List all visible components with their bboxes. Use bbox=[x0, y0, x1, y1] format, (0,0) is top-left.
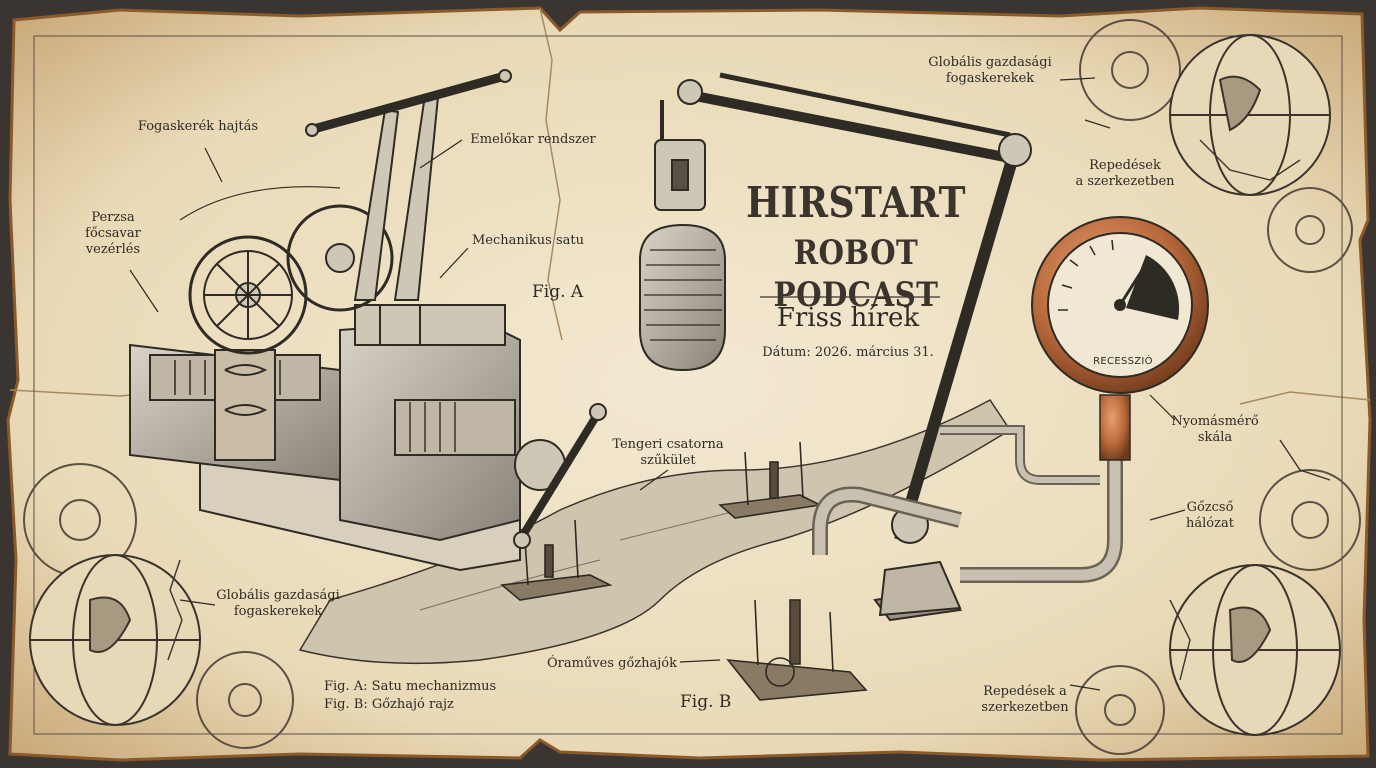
legend-fig-b: Fig. B: Gőzhajó rajz bbox=[324, 697, 454, 712]
podcast-title-line1: HIRSTART bbox=[746, 178, 966, 227]
legend-fig-a: Fig. A: Satu mechanizmus bbox=[324, 679, 497, 694]
label-pressure-scale: Nyomásmérő skála bbox=[1171, 414, 1259, 445]
podcast-date: Dátum: 2026. március 31. bbox=[762, 345, 934, 360]
label-gear-drive: Fogaskerék hajtás bbox=[137, 119, 259, 134]
gauge-needle bbox=[1118, 260, 1150, 306]
steamship-illustration bbox=[500, 441, 868, 701]
figure-legend: Fig. A: Satu mechanizmus Fig. B: Gőzhajó… bbox=[324, 678, 496, 714]
pressure-gauge-icon bbox=[1031, 216, 1209, 461]
microphone-illustration bbox=[639, 72, 1032, 622]
vise-illustration bbox=[129, 69, 607, 572]
label-cracks-bottom: Repedések a szerkezetben bbox=[981, 684, 1069, 715]
label-global-gears-top: Globális gazdasági fogaskerekek bbox=[928, 55, 1052, 86]
label-persian-screw: Perzsa főcsavar vezérlés bbox=[85, 210, 141, 257]
label-cracks-top: Repedések a szerkezetben bbox=[1075, 158, 1175, 189]
globe-icon bbox=[29, 34, 1341, 736]
fig-a-caption: Fig. A bbox=[532, 282, 584, 302]
label-steam-pipe: Gőzcső hálózat bbox=[1186, 500, 1234, 531]
label-lever-system: Emelőkar rendszer bbox=[470, 132, 596, 147]
gauge-label: RECESSZIÓ bbox=[1093, 356, 1153, 367]
label-clockwork-ships: Óraműves gőzhajók bbox=[546, 656, 678, 671]
label-global-gears-bottom: Globális gazdasági fogaskerekek bbox=[216, 588, 340, 619]
fig-b-caption: Fig. B bbox=[680, 692, 732, 712]
label-sea-strait: Tengeri csatorna szűkület bbox=[612, 437, 724, 468]
podcast-title-line2: ROBOT PODCAST bbox=[773, 233, 939, 315]
steam-pipe-network bbox=[812, 395, 1123, 583]
label-mechanical-vise: Mechanikus satu bbox=[471, 233, 584, 248]
podcast-subtitle: Friss hírek bbox=[776, 303, 920, 333]
